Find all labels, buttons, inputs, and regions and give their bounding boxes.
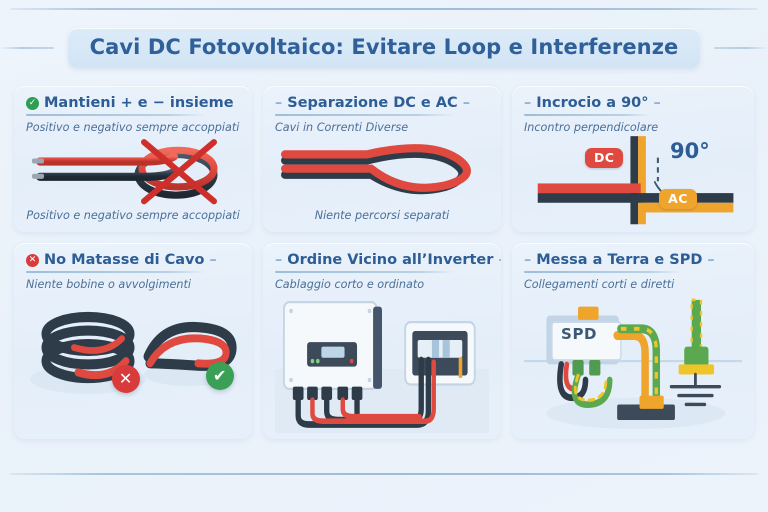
bad-verdict-badge: ✕ bbox=[111, 364, 140, 393]
illustration-spd-earthing: SPD bbox=[524, 291, 742, 433]
title-banner: Cavi DC Fotovoltaico: Evitare Loop e Int… bbox=[67, 28, 701, 68]
card-incrocio-90[interactable]: – Incrocio a 90° – Incontro perpendicola… bbox=[512, 86, 754, 232]
card-heading-row: – Incrocio a 90° – bbox=[524, 95, 742, 111]
dash-prefix-icon: – bbox=[524, 95, 532, 111]
card-subtitle: Incontro perpendicolare bbox=[524, 120, 659, 134]
card-heading-row: – Messa a Terra e SPD – bbox=[524, 252, 742, 268]
card-heading: No Matasse di Cavo bbox=[44, 252, 205, 268]
dash-prefix-icon: – bbox=[524, 252, 532, 268]
card-heading-row: ✕ No Matasse di Cavo – bbox=[26, 252, 240, 268]
card-subtitle: Cavi in Correnti Diverse bbox=[275, 120, 409, 134]
spd-label: SPD bbox=[561, 324, 598, 343]
dash-suffix-icon: – bbox=[209, 252, 217, 268]
card-messa-a-terra-spd[interactable]: – Messa a Terra e SPD – Collegamenti cor… bbox=[512, 243, 754, 439]
page-title: Cavi DC Fotovoltaico: Evitare Loop e Int… bbox=[89, 35, 679, 59]
card-caption: Positivo e negativo sempre accoppiati bbox=[26, 209, 240, 222]
dash-suffix-icon: – bbox=[498, 252, 501, 268]
dash-prefix-icon: – bbox=[275, 252, 283, 268]
card-heading: Messa a Terra e SPD bbox=[536, 252, 703, 268]
card-caption: Niente percorsi separati bbox=[314, 209, 450, 222]
illustration-inverter-box bbox=[275, 291, 489, 433]
cards-grid: ✓ Mantieni + e − insieme Positivo e nega… bbox=[14, 86, 754, 439]
card-heading-row: ✓ Mantieni + e − insieme bbox=[26, 95, 240, 111]
title-dash-left bbox=[0, 47, 54, 49]
dash-suffix-icon: – bbox=[707, 252, 715, 268]
card-no-matasse[interactable]: ✕ No Matasse di Cavo – Niente bobine o a… bbox=[14, 243, 252, 439]
card-heading: Mantieni + e − insieme bbox=[44, 95, 234, 111]
ac-badge: AC bbox=[659, 189, 697, 210]
good-verdict-badge: ✔ bbox=[205, 361, 234, 390]
card-heading-row: – Separazione DC e AC – bbox=[275, 95, 489, 111]
heading-underline bbox=[26, 271, 206, 273]
illustration-perpendicular-crossing: DC AC 90° bbox=[524, 134, 742, 226]
title-row: Cavi DC Fotovoltaico: Evitare Loop e Int… bbox=[0, 26, 768, 70]
title-dash-right bbox=[714, 47, 768, 49]
x-circle-icon: ✕ bbox=[26, 253, 39, 267]
check-circle-icon: ✓ bbox=[26, 96, 39, 110]
dash-suffix-icon: – bbox=[653, 95, 661, 111]
illustration-coiled-vs-loose: ✕ ✔ bbox=[26, 291, 240, 433]
card-heading: Incrocio a 90° bbox=[536, 95, 649, 111]
dash-prefix-icon: – bbox=[275, 95, 283, 111]
card-subtitle: Niente bobine o avvolgimenti bbox=[26, 277, 191, 291]
card-heading: Separazione DC e AC bbox=[287, 95, 458, 111]
heading-underline bbox=[275, 271, 455, 273]
dash-suffix-icon: – bbox=[462, 95, 470, 111]
card-subtitle: Collegamenti corti e diretti bbox=[524, 277, 675, 291]
heading-underline bbox=[26, 114, 206, 116]
card-heading: Ordine Vicino all’Inverter bbox=[287, 252, 494, 268]
illustration-paired-cables bbox=[26, 134, 240, 209]
card-subtitle: Positivo e negativo sempre accoppiati bbox=[26, 120, 240, 134]
bottom-divider bbox=[10, 473, 758, 475]
dc-badge: DC bbox=[585, 148, 624, 169]
card-heading-row: – Ordine Vicino all’Inverter – bbox=[275, 252, 501, 268]
card-subtitle: Cablaggio corto e ordinato bbox=[275, 277, 425, 291]
heading-underline bbox=[275, 114, 455, 116]
card-separazione-dc-ac[interactable]: – Separazione DC e AC – Cavi in Correnti… bbox=[263, 86, 501, 232]
heading-underline bbox=[524, 271, 681, 273]
heading-underline bbox=[524, 114, 651, 116]
card-ordine-inverter[interactable]: – Ordine Vicino all’Inverter – Cablaggio… bbox=[263, 243, 501, 439]
angle-label: 90° bbox=[670, 139, 710, 164]
illustration-cable-loop bbox=[275, 134, 489, 209]
top-divider bbox=[10, 8, 758, 10]
card-mantieni-insieme[interactable]: ✓ Mantieni + e − insieme Positivo e nega… bbox=[14, 86, 252, 232]
